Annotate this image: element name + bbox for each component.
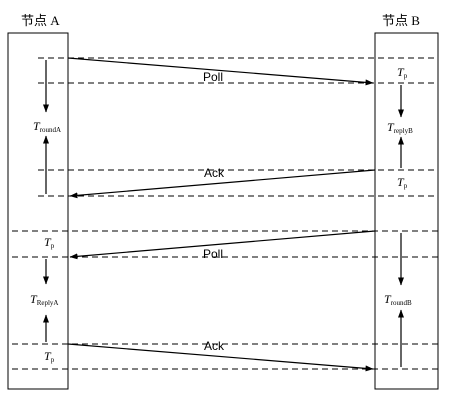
poll-arrow-a-to-b [67,57,374,86]
ack-arrow-a-to-b [67,343,374,372]
ack-label-1: Ack [204,166,225,180]
ack-arrow-b-to-a [69,169,376,199]
node-b-title: 节点 B [382,13,420,28]
node-a-lifeline [7,32,69,390]
treply-a-label: TReplyA [30,292,58,307]
tp-label-a-mid: Tp [44,235,55,250]
tround-b-label: TroundB [384,292,412,307]
poll-label-1: Poll [203,70,223,84]
tp-label-b-top: Tp [397,65,408,80]
tround-a-label: TroundA [33,119,61,134]
ack-label-2: Ack [204,339,225,353]
node-a-title: 节点 A [21,13,60,28]
node-b-lifeline [374,32,439,390]
tp-label-b-mid: Tp [397,175,408,190]
tp-label-a-bot: Tp [44,349,55,364]
poll-label-2: Poll [203,247,223,261]
treply-b-label: TreplyB [387,120,413,135]
poll-arrow-b-to-a [69,230,376,260]
timing-guides [12,57,438,370]
interval-arrows [43,60,404,367]
